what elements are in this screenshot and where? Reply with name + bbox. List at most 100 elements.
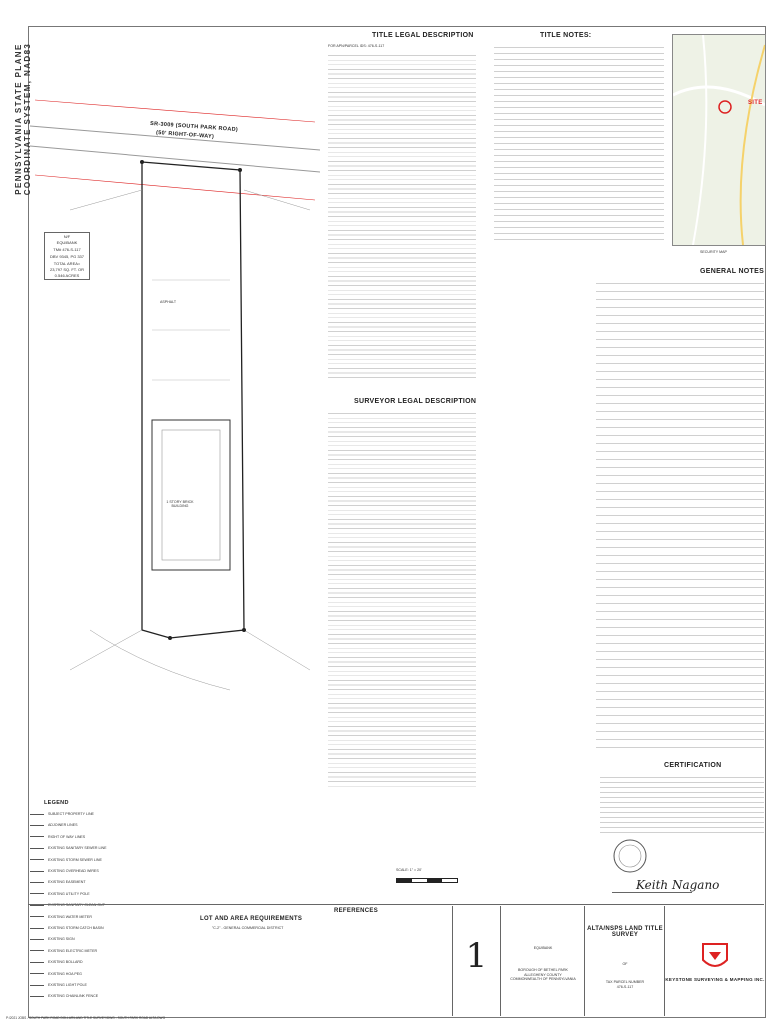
- firm-name: KEYSTONE SURVEYING & MAPPING INC.: [665, 977, 765, 982]
- surveyor-seal: [613, 839, 647, 873]
- surveyor-legal-heading: SURVEYOR LEGAL DESCRIPTION: [354, 398, 477, 405]
- legend-label: EXISTING SANITARY CLEAN OUT: [48, 903, 105, 908]
- titleblock-top-line: [28, 904, 764, 905]
- legend-swatch: [30, 984, 44, 986]
- legend-swatch: [30, 916, 44, 918]
- parcel-acres: 0.546 ACRES: [54, 273, 80, 278]
- legend-label: RIGHT OF WAY LINES: [48, 834, 86, 839]
- titleblock-firm-cell: KEYSTONE SURVEYING & MAPPING INC.: [664, 906, 764, 1016]
- legend-label: EXISTING LIGHT POLE: [48, 983, 87, 987]
- titleblock-sheet-cell: 1: [452, 906, 500, 1016]
- legend-item: EXISTING LIGHT POLE: [30, 983, 87, 987]
- general-notes-body: [596, 280, 764, 754]
- legend-swatch: [30, 847, 44, 849]
- firm-logo: [702, 943, 728, 967]
- legend-item: EXISTING UTILITY POLE: [30, 892, 90, 896]
- signature-line: [612, 892, 692, 893]
- legend-swatch: [30, 961, 44, 963]
- legend-swatch: [30, 995, 44, 997]
- title-notes-body: [494, 44, 664, 244]
- legend-swatch: [30, 836, 44, 838]
- parcel-tax: TM# 476-S-117: [53, 247, 81, 252]
- legend-label: ADJOINER LINES: [48, 823, 78, 828]
- legend-item: EXISTING OVERHEAD WIRES: [30, 869, 99, 873]
- footer-file-path: P:\2021 JOBS - SOUTH PARK ROAD DOLLAR\LA…: [6, 1016, 166, 1020]
- title-legal-apn: FOR APN/PARCEL IDS: 476-S-117: [328, 44, 385, 48]
- zoning-district: "C-2" - GENERAL COMMERCIAL DISTRICT: [212, 926, 284, 930]
- legend-swatch: [30, 824, 44, 826]
- legend-swatch: [30, 938, 44, 940]
- sheet-number: 1: [465, 936, 488, 976]
- sheet-border: [28, 26, 766, 1018]
- legend-label: EXISTING SANITARY SEWER LINE: [48, 846, 107, 851]
- certification-body: [600, 774, 764, 834]
- location-borough: BOROUGH OF BETHEL PARK: [518, 968, 568, 973]
- building-label: 1 STORY BRICK BUILDING: [166, 500, 194, 509]
- legend-label: EXISTING CHAINLINK FENCE: [48, 994, 99, 999]
- legend-swatch: [30, 859, 44, 861]
- legend-swatch: [30, 904, 44, 906]
- legend-label: EXISTING ELECTRIC METER: [48, 948, 98, 953]
- legend-label: EXISTING HOA PEG: [48, 971, 82, 976]
- zoning-heading: LOT AND AREA REQUIREMENTS: [200, 916, 303, 922]
- legend-swatch: [30, 950, 44, 952]
- title-legal-heading: TITLE LEGAL DESCRIPTION: [372, 32, 474, 39]
- legend-item: EXISTING SANITARY SEWER LINE: [30, 846, 107, 850]
- surveyor-signature: Keith Nagano: [636, 878, 720, 892]
- asphalt-label: ASPHALT: [160, 300, 177, 304]
- survey-of: OF: [622, 962, 628, 966]
- title-notes-heading: TITLE NOTES:: [540, 32, 592, 39]
- parcel-deed: DBV 9345, PG 337: [49, 254, 85, 259]
- site-label: SITE: [748, 100, 763, 106]
- location-map-roads: [673, 35, 765, 245]
- legend-label: EXISTING STORM SEWER LINE: [48, 857, 102, 862]
- legend-swatch: [30, 893, 44, 895]
- legend-title: LEGEND: [44, 800, 69, 806]
- general-notes-heading: GENERAL NOTES: [700, 268, 765, 275]
- client-name: EQUIBANK: [533, 946, 553, 950]
- legend-label: EXISTING STORM CATCH BASIN: [48, 926, 104, 930]
- legend-item: EXISTING SANITARY CLEAN OUT: [30, 903, 105, 907]
- legend-item: ADJOINER LINES: [30, 823, 78, 827]
- titleblock-survey-cell: ALTA/NSPS LAND TITLE SURVEY OF TAX PARCE…: [584, 906, 664, 1016]
- legend-label: EXISTING BOLLARD: [48, 960, 83, 965]
- legend-item: EXISTING SIGN: [30, 937, 75, 941]
- scale-label: SCALE: 1" = 20': [396, 868, 422, 872]
- legend-item: EXISTING STORM SEWER LINE: [30, 858, 102, 862]
- parcel-info-box: [44, 232, 90, 280]
- legend-item: EXISTING STORM CATCH BASIN: [30, 926, 104, 930]
- legend-swatch: [30, 870, 44, 872]
- legend-label: EXISTING SIGN: [48, 937, 75, 942]
- tax-parcel-number: 476-S-117: [616, 984, 634, 989]
- legend-label: EXISTING EASEMENT: [48, 880, 86, 885]
- parcel-owner: EQUIBANK: [56, 240, 78, 245]
- legend-item: EXISTING CHAINLINK FENCE: [30, 994, 98, 998]
- parcel-area: TOTAL AREA=: [53, 261, 81, 266]
- location-map: [672, 34, 766, 246]
- legend-item: RIGHT OF WAY LINES: [30, 835, 85, 839]
- legend-item: EXISTING HOA PEG: [30, 972, 82, 976]
- legend-item: EXISTING ELECTRIC METER: [30, 949, 97, 953]
- legend-swatch: [30, 881, 44, 883]
- tax-parcel-label: TAX PARCEL NUMBER: [605, 980, 645, 985]
- references-heading: REFERENCES: [334, 908, 379, 914]
- legend-label: EXISTING OVERHEAD WIRES: [48, 869, 99, 873]
- parcel-label: N/F: [63, 234, 71, 239]
- location-county: ALLEGHENY COUNTY: [524, 972, 562, 977]
- titleblock-client-cell: EQUIBANK BOROUGH OF BETHEL PARK ALLEGHEN…: [500, 906, 584, 1016]
- legend-item: EXISTING WATER METER: [30, 915, 92, 919]
- legend-label: EXISTING WATER METER: [48, 914, 92, 919]
- title-legal-body: [328, 52, 476, 382]
- survey-plan-drawing: [30, 99, 320, 691]
- location-state: COMMONWEALTH OF PENNSYLVANIA: [510, 977, 576, 982]
- legend-label: EXISTING UTILITY POLE: [48, 891, 90, 896]
- legend-item: EXISTING BOLLARD: [30, 960, 83, 964]
- legend-swatch: [30, 813, 44, 815]
- certification-heading: CERTIFICATION: [664, 762, 722, 769]
- legend-label: SUBJECT PROPERTY LINE: [48, 812, 94, 816]
- legend-swatch: [30, 973, 44, 975]
- legend-item: EXISTING EASEMENT: [30, 880, 86, 884]
- legend-swatch: [30, 927, 44, 929]
- scale-bar: [396, 878, 458, 883]
